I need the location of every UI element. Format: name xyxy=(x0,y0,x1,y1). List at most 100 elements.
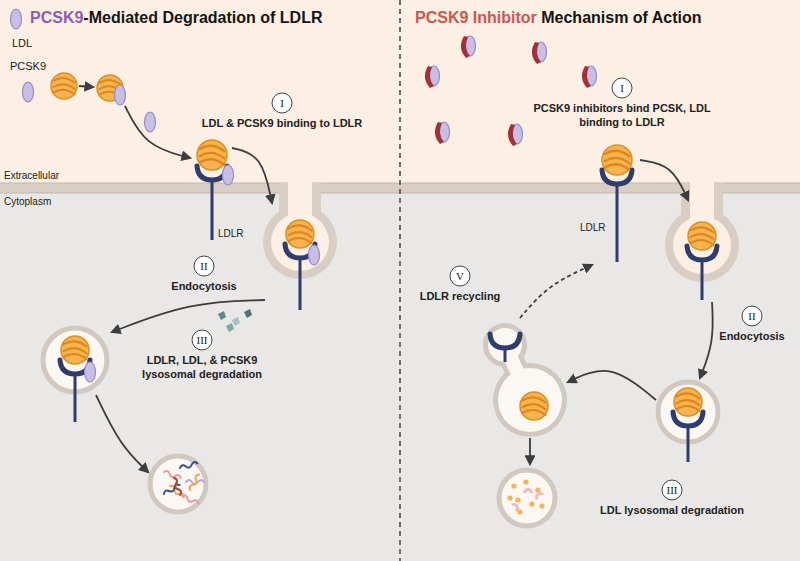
pcsk9-protein xyxy=(23,82,34,102)
degraded-fragment xyxy=(529,501,534,506)
ldl-stripe xyxy=(53,78,74,83)
receptor-stem xyxy=(74,374,77,422)
degraded-fragment xyxy=(244,309,252,318)
step-marker: VLDLR recycling xyxy=(449,265,471,287)
ldl-stripe xyxy=(64,348,87,353)
panel-divider xyxy=(399,0,401,561)
step-marker: IIILDLR, LDL, & PCSK9 lysosomal degradat… xyxy=(191,329,213,351)
pcsk9-protein xyxy=(145,112,156,132)
pcsk9-inhibitor xyxy=(461,36,470,58)
ldl-particle xyxy=(602,145,632,175)
step-number: III xyxy=(191,329,213,351)
heading-rest: Mechanism of Action xyxy=(537,9,702,26)
ldl-stripe xyxy=(605,151,630,157)
panel-band: PCSK9 Inhibitor Mechanism of ActionIPCSK… xyxy=(400,0,800,561)
step-marker: IIILDL lysosomal degradation xyxy=(661,479,683,501)
process-arrow xyxy=(125,106,190,158)
step-circle xyxy=(612,78,632,98)
step-number: II xyxy=(741,305,763,327)
process-arrow xyxy=(529,438,531,464)
ldl-stripe xyxy=(605,158,630,164)
step-number: II xyxy=(193,255,215,277)
pcsk9-protein xyxy=(11,9,22,29)
degraded-fragment xyxy=(181,494,199,505)
process-arrow xyxy=(112,300,265,332)
pcsk9-inhibitor xyxy=(532,42,541,64)
endosome xyxy=(493,363,567,437)
degraded-fragment xyxy=(539,503,544,508)
process-arrow xyxy=(520,265,592,318)
step-circle xyxy=(742,306,762,326)
pcsk9-inhibitor xyxy=(435,122,444,144)
step-description: LDLR, LDL, & PCSK9 lysosomal degradation xyxy=(135,353,270,381)
step-circle xyxy=(662,480,682,500)
degraded-fragment xyxy=(512,501,521,512)
ldlr-receptor xyxy=(602,170,632,262)
ldl-stripe xyxy=(289,225,312,230)
ldl-core xyxy=(51,73,77,99)
degraded-fragment xyxy=(511,483,516,488)
text-label: LDLR xyxy=(580,222,606,233)
ldl-particle xyxy=(520,392,548,420)
ldl-core xyxy=(286,220,314,248)
ldl-particle xyxy=(197,140,227,170)
pcsk9-inhibitor xyxy=(508,124,517,146)
pcsk9-inhibitor xyxy=(582,66,591,88)
receptor-stem xyxy=(504,348,507,362)
ldl-stripe xyxy=(53,90,74,95)
panel-band: PCSK9-Mediated Degradation of LDLR ILDL &… xyxy=(0,0,400,561)
step-description: LDL lysosomal degradation xyxy=(587,503,757,517)
process-arrow xyxy=(79,86,93,87)
ldl-stripe xyxy=(64,354,87,359)
process-arrow xyxy=(568,371,656,400)
degraded-fragment xyxy=(535,487,540,492)
text-label: LDL xyxy=(12,37,32,49)
ldl-stripe xyxy=(200,153,225,159)
process-arrow xyxy=(96,395,148,472)
ldl-core xyxy=(674,388,702,416)
ldl-stripe xyxy=(289,238,312,243)
ldl-stripe xyxy=(64,341,87,346)
receptor-stem xyxy=(687,426,690,462)
pcsk9-protein xyxy=(223,165,234,185)
degraded-fragment xyxy=(523,488,533,493)
text-label: PCSK9 xyxy=(10,60,46,72)
text-label: Extracellular xyxy=(4,170,59,181)
receptor-stem xyxy=(211,180,214,240)
degraded-fragment xyxy=(515,497,520,502)
step-marker: IIEndocytosis xyxy=(193,255,215,277)
panel-heading: PCSK9-Mediated Degradation of LDLR xyxy=(30,9,322,27)
ldl-stripe xyxy=(200,159,225,165)
step-number: I xyxy=(271,92,293,114)
step-marker: IPCSK9 inhibitors bind PCSK, LDL binding… xyxy=(611,77,633,99)
step-description: Endocytosis xyxy=(154,279,254,293)
endosome-lumen xyxy=(498,368,562,432)
ldl-stripe xyxy=(523,397,546,402)
ldl-stripe xyxy=(523,410,546,415)
ldl-stripe xyxy=(605,164,630,170)
process-arrow xyxy=(700,302,713,378)
ldl-stripe xyxy=(99,80,120,85)
degraded-fragment xyxy=(218,311,226,320)
ldl-stripe xyxy=(200,146,225,152)
ldl-core xyxy=(520,392,548,420)
ldl-stripe xyxy=(691,240,714,245)
step-circle xyxy=(192,330,212,350)
ldl-core xyxy=(61,336,89,364)
ldl-particle xyxy=(688,222,716,250)
heading-highlight: PCSK9 xyxy=(30,9,83,26)
process-arrow xyxy=(640,160,688,200)
degraded-fragment xyxy=(179,461,197,470)
receptor-stem xyxy=(616,184,619,262)
step-description: PCSK9 inhibitors bind PCSK, LDL binding … xyxy=(532,101,712,129)
degraded-fragment xyxy=(188,473,200,491)
ldl-stripe xyxy=(691,227,714,232)
ldl-stripe xyxy=(523,404,546,409)
step-marker: ILDL & PCSK9 binding to LDLR xyxy=(271,92,293,114)
step-description: LDLR recycling xyxy=(405,289,515,303)
step-description: Endocytosis xyxy=(707,329,797,343)
pcsk9-protein xyxy=(309,245,320,265)
endosome xyxy=(150,456,206,512)
degraded-fragment xyxy=(523,479,528,484)
